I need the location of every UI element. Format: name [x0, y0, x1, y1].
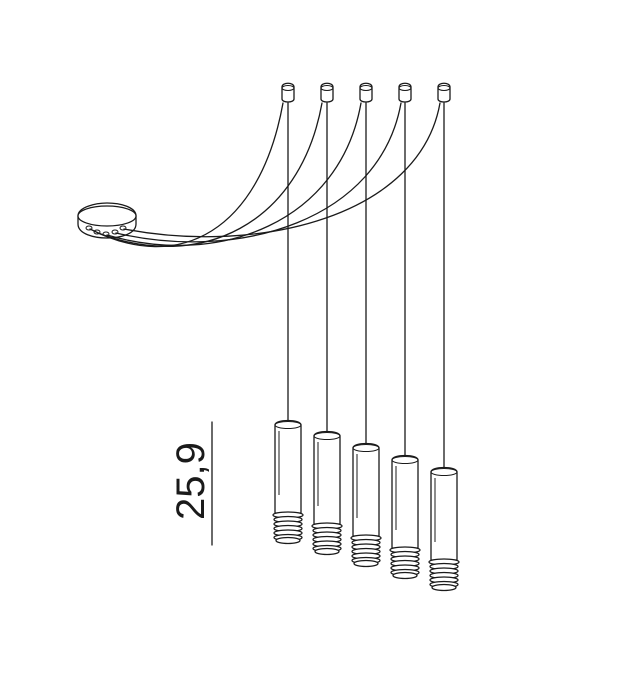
pendant-4 [389, 82, 421, 580]
lamp-top [313, 432, 341, 440]
hook-top [398, 85, 412, 91]
ceiling-hook-icon [437, 82, 451, 103]
ceiling-hook-icon [359, 82, 373, 103]
pendant-1 [272, 82, 304, 545]
lamp-top [274, 421, 302, 429]
hook-top [281, 85, 295, 91]
ceiling-hook-icon [320, 82, 334, 103]
lamp-bottom [275, 536, 301, 545]
lamp-top [391, 456, 419, 464]
ceiling-canopy [77, 202, 137, 239]
dimension-annotation: 25,9 [169, 421, 213, 546]
hook-top [359, 85, 373, 91]
hook-top [437, 85, 451, 91]
pendants-group [272, 82, 460, 592]
hook-top [320, 85, 334, 91]
lamp-bottom [431, 583, 457, 592]
ceiling-hook-icon [281, 82, 295, 103]
ceiling-hook-icon [398, 82, 412, 103]
swag-cables [89, 102, 441, 248]
pendant-5 [428, 82, 460, 592]
lamp-top [430, 468, 458, 476]
lamp-bottom [392, 571, 418, 580]
lamp-bottom [353, 559, 379, 568]
dimension-label: 25,9 [169, 442, 213, 520]
pendant-3 [350, 82, 382, 568]
lamp-top [352, 444, 380, 452]
pendant-2 [311, 82, 343, 556]
lamp-bottom [314, 547, 340, 556]
